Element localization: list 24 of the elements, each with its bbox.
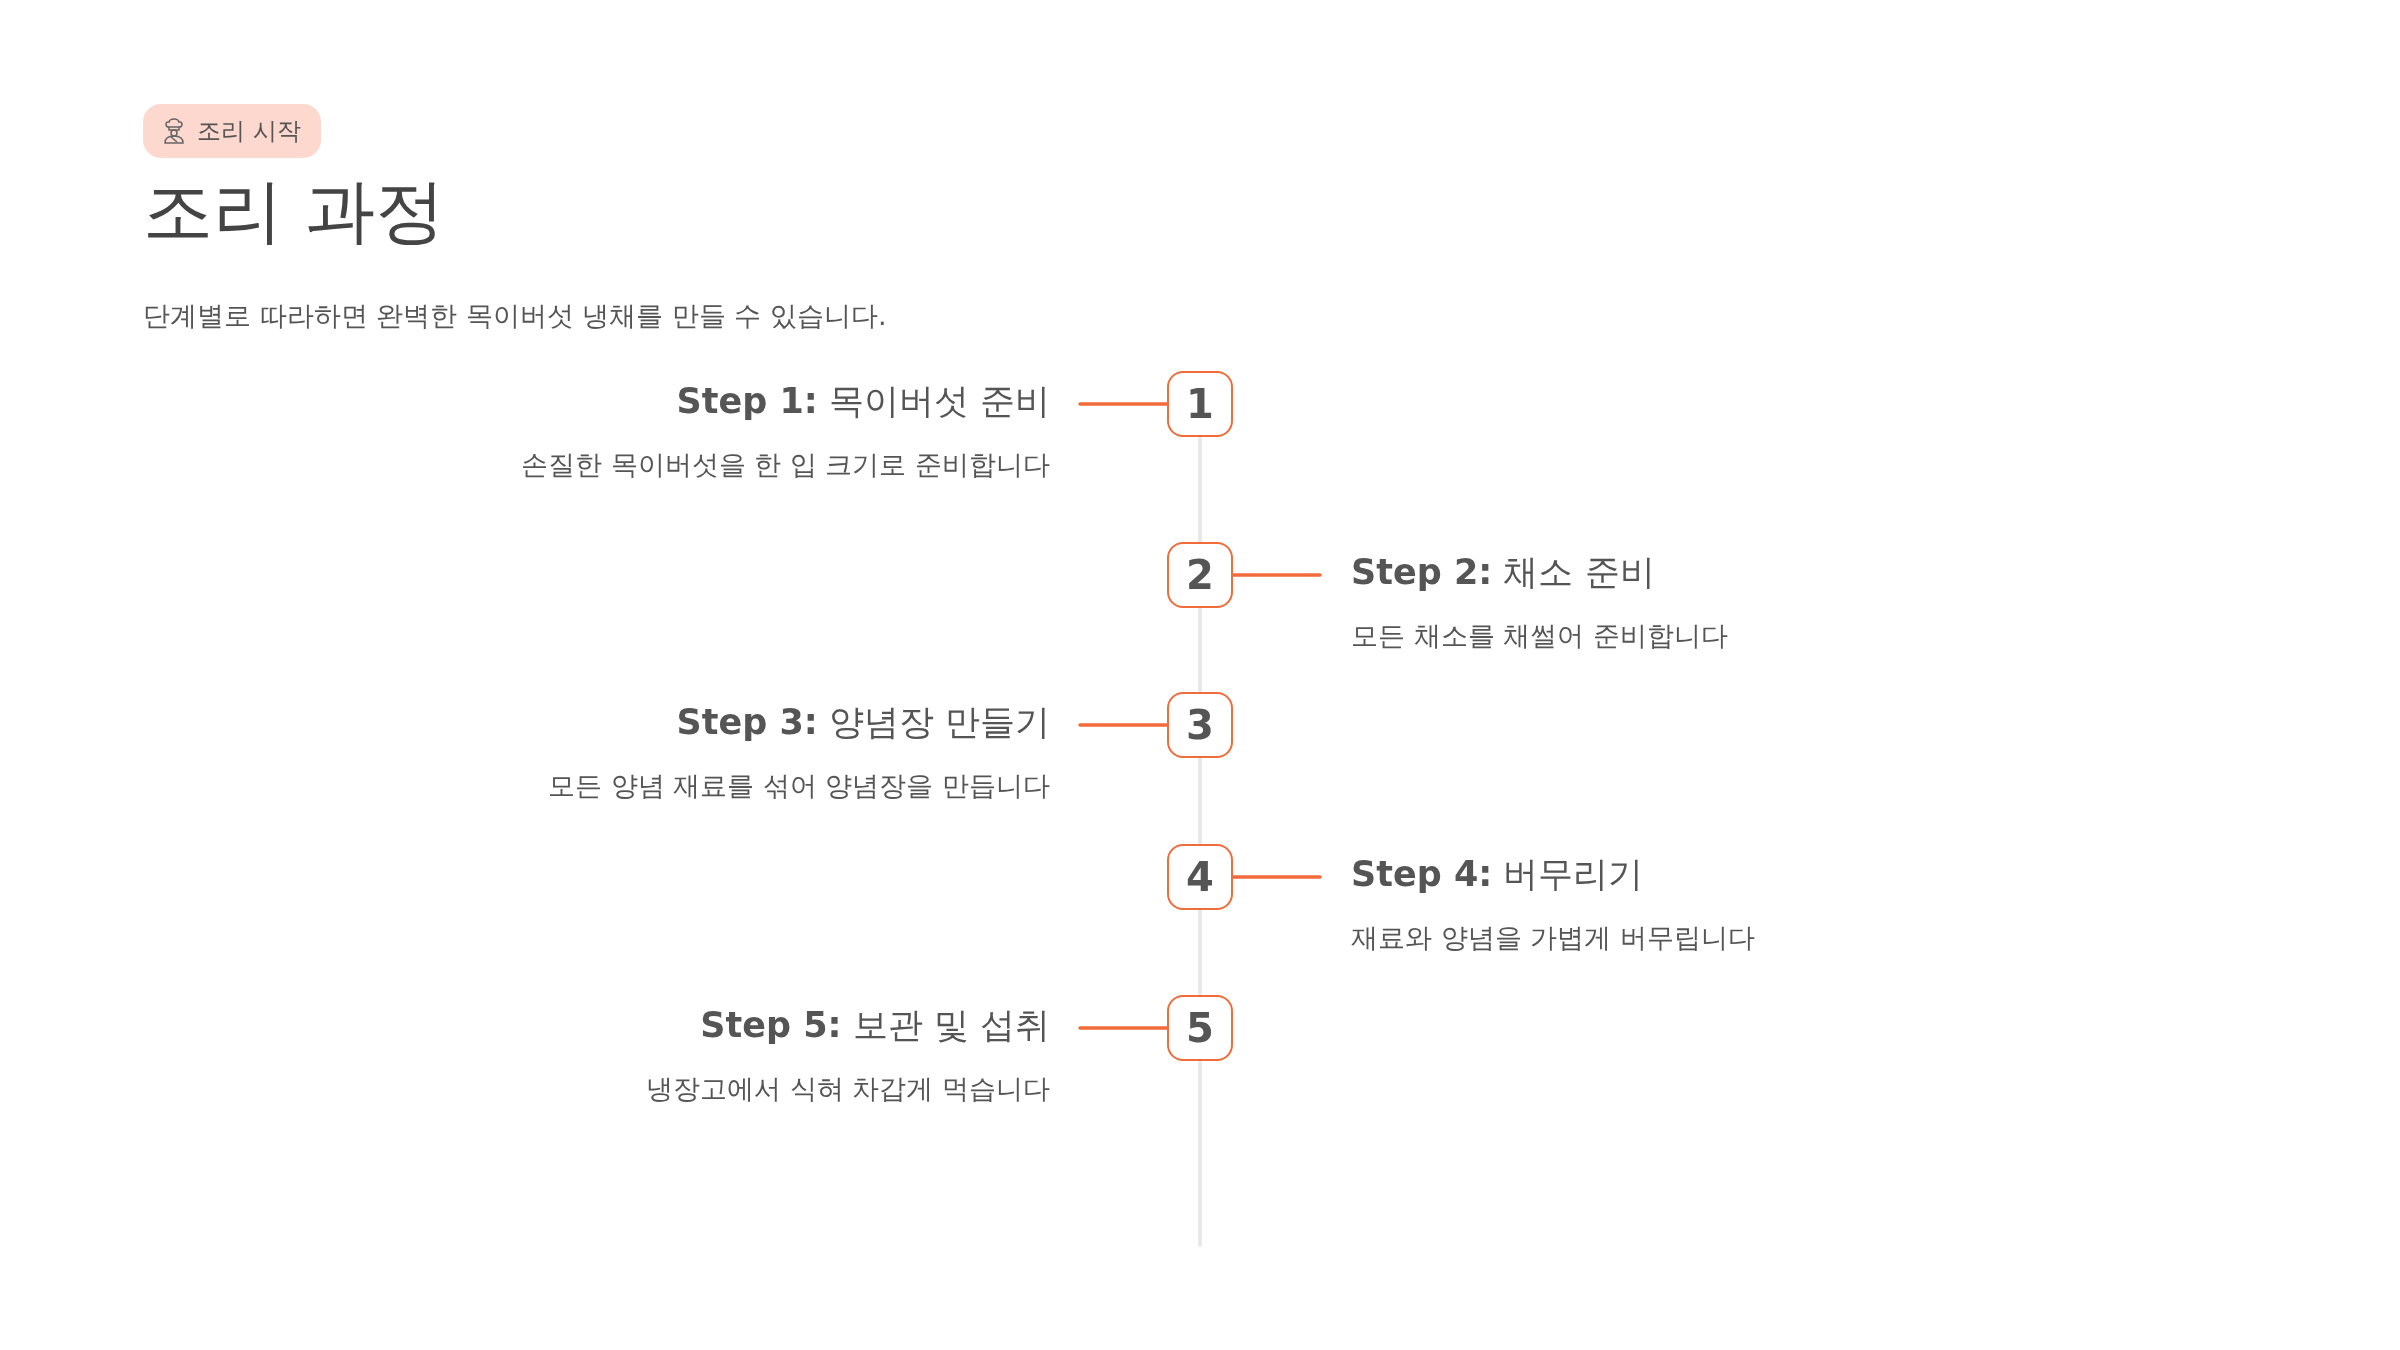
step-number-box: 3 xyxy=(1167,692,1233,758)
step-number-box: 4 xyxy=(1167,844,1233,910)
step-number-box: 5 xyxy=(1167,995,1233,1061)
step-heading: Step 5: 보관 및 섭취 xyxy=(700,1004,1050,1047)
connector-line xyxy=(1078,723,1169,727)
connector-line xyxy=(1078,1026,1169,1030)
step-description: 모든 채소를 채썰어 준비합니다 xyxy=(1351,619,1728,653)
badge-label: 조리 시작 xyxy=(197,116,301,147)
step-heading: Step 1: 목이버섯 준비 xyxy=(676,380,1050,423)
subtitle: 단계별로 따라하면 완벽한 목이버섯 냉채를 만들 수 있습니다. xyxy=(143,299,887,333)
title: 조리 과정 xyxy=(143,169,446,254)
step-description: 재료와 양념을 가볍게 버무립니다 xyxy=(1351,921,1755,955)
step-heading: Step 3: 양념장 만들기 xyxy=(676,701,1050,744)
step-number-box: 2 xyxy=(1167,542,1233,608)
step-heading: Step 4: 버무리기 xyxy=(1351,853,1644,896)
step-number-box: 1 xyxy=(1167,371,1233,437)
connector-line xyxy=(1078,402,1169,406)
step-description: 손질한 목이버섯을 한 입 크기로 준비합니다 xyxy=(521,448,1050,482)
connector-line xyxy=(1231,875,1322,879)
step-description: 모든 양념 재료를 섞어 양념장을 만듭니다 xyxy=(548,769,1050,803)
step-description: 냉장고에서 식혀 차갑게 먹습니다 xyxy=(646,1072,1050,1106)
connector-line xyxy=(1231,573,1322,577)
tag-badge xyxy=(143,104,321,158)
step-heading: Step 2: 채소 준비 xyxy=(1351,551,1655,594)
